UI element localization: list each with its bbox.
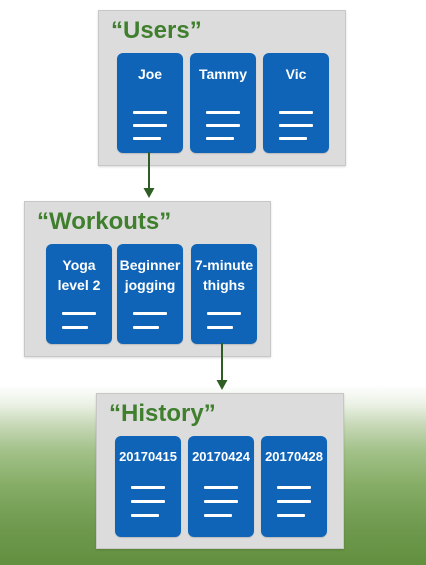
card-label: 20170415 — [119, 449, 177, 464]
card-label: Joe — [137, 66, 163, 82]
workouts-collection: “Workouts” Yoga level 2 Beginner jogging… — [24, 201, 271, 357]
workouts-title: “Workouts” — [37, 208, 172, 235]
history-collection: “History” 20170415 20170424 20170428 — [96, 393, 344, 549]
field-line — [206, 124, 240, 127]
card-label: Beginner jogging — [119, 257, 181, 293]
field-line — [133, 312, 167, 315]
workout-card-thighs: 7-minute thighs — [191, 244, 257, 344]
user-card-tammy: Tammy — [190, 53, 256, 153]
history-title: “History” — [109, 400, 216, 427]
field-line — [62, 326, 88, 329]
card-label: 7-minute thighs — [194, 257, 254, 293]
card-label: Tammy — [199, 66, 247, 82]
field-line — [277, 486, 311, 489]
field-line — [131, 486, 165, 489]
field-line — [131, 514, 159, 517]
field-line — [204, 514, 232, 517]
field-line — [277, 500, 311, 503]
field-line — [204, 500, 238, 503]
workout-card-yoga: Yoga level 2 — [46, 244, 112, 344]
field-line — [133, 124, 167, 127]
users-collection: “Users” Joe Tammy Vic — [98, 10, 346, 166]
field-line — [207, 312, 241, 315]
card-label: 20170428 — [265, 449, 323, 464]
history-card-20170424: 20170424 — [188, 436, 254, 537]
workout-card-jogging: Beginner jogging — [117, 244, 183, 344]
users-title: “Users” — [111, 17, 202, 44]
user-card-joe: Joe — [117, 53, 183, 153]
field-line — [204, 486, 238, 489]
card-label: Vic — [285, 66, 307, 82]
field-line — [133, 111, 167, 114]
field-line — [277, 514, 305, 517]
field-line — [131, 500, 165, 503]
field-line — [279, 111, 313, 114]
field-line — [133, 137, 161, 140]
field-line — [133, 326, 159, 329]
field-line — [206, 111, 240, 114]
field-line — [279, 124, 313, 127]
field-line — [279, 137, 307, 140]
field-line — [207, 326, 233, 329]
field-line — [62, 312, 96, 315]
card-label: 20170424 — [192, 449, 250, 464]
card-label: Yoga level 2 — [57, 257, 101, 293]
history-card-20170428: 20170428 — [261, 436, 327, 537]
history-card-20170415: 20170415 — [115, 436, 181, 537]
field-line — [206, 137, 234, 140]
user-card-vic: Vic — [263, 53, 329, 153]
